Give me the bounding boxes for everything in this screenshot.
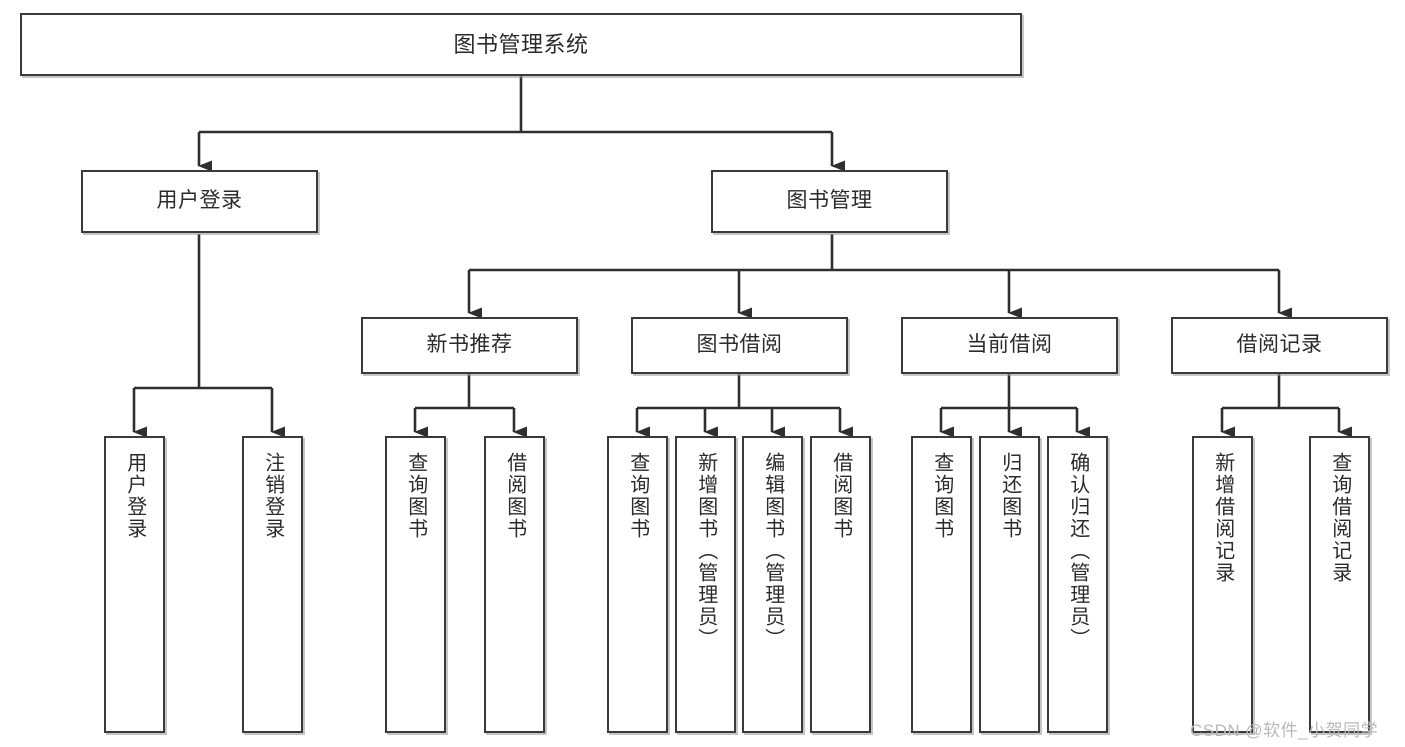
node-user-login-label: 用户登录 xyxy=(156,189,243,213)
leaf-query-book-borrow-label: 查询图书 xyxy=(626,452,649,540)
leaf-confirm-return-admin-label: 确认归还（管理员） xyxy=(1066,452,1089,650)
leaf-add-borrow-record-label: 新增借阅记录 xyxy=(1211,452,1234,584)
leaf-query-book-current-label: 查询图书 xyxy=(930,452,953,540)
leaf-query-borrow-record-label: 查询借阅记录 xyxy=(1328,452,1351,584)
leaf-confirm-return-admin[interactable]: 确认归还（管理员） xyxy=(1047,436,1108,733)
node-book-management[interactable]: 图书管理 xyxy=(711,170,948,233)
leaf-add-book-admin-label: 新增图书（管理员） xyxy=(694,452,717,650)
leaf-user-login[interactable]: 用户登录 xyxy=(104,436,165,733)
leaf-query-book-borrow[interactable]: 查询图书 xyxy=(607,436,668,733)
leaf-edit-book-admin[interactable]: 编辑图书（管理员） xyxy=(742,436,803,733)
node-user-login[interactable]: 用户登录 xyxy=(81,170,318,233)
leaf-user-login-label: 用户登录 xyxy=(123,452,146,540)
node-root-label: 图书管理系统 xyxy=(453,31,589,57)
leaf-query-borrow-record[interactable]: 查询借阅记录 xyxy=(1309,436,1370,733)
leaf-add-book-admin[interactable]: 新增图书（管理员） xyxy=(675,436,736,733)
node-book-borrow[interactable]: 图书借阅 xyxy=(631,317,848,374)
node-book-borrow-label: 图书借阅 xyxy=(696,333,783,357)
leaf-borrow-book-label: 借阅图书 xyxy=(829,452,852,540)
leaf-return-book[interactable]: 归还图书 xyxy=(979,436,1040,733)
node-root[interactable]: 图书管理系统 xyxy=(20,13,1022,76)
leaf-query-book-new-label: 查询图书 xyxy=(404,452,427,540)
node-new-book-recommend-label: 新书推荐 xyxy=(426,333,513,357)
node-borrow-records-label: 借阅记录 xyxy=(1236,333,1323,357)
leaf-logout-label: 注销登录 xyxy=(261,452,284,540)
leaf-logout[interactable]: 注销登录 xyxy=(242,436,303,733)
leaf-add-borrow-record[interactable]: 新增借阅记录 xyxy=(1192,436,1253,733)
csdn-watermark: CSDN @软件_小贺同学 xyxy=(1190,721,1379,740)
leaf-borrow-book-new[interactable]: 借阅图书 xyxy=(484,436,545,733)
leaf-return-book-label: 归还图书 xyxy=(998,452,1021,540)
leaf-borrow-book-new-label: 借阅图书 xyxy=(503,452,526,540)
node-new-book-recommend[interactable]: 新书推荐 xyxy=(361,317,578,374)
node-book-management-label: 图书管理 xyxy=(786,189,873,213)
leaf-query-book-new[interactable]: 查询图书 xyxy=(385,436,446,733)
leaf-borrow-book[interactable]: 借阅图书 xyxy=(810,436,871,733)
node-current-borrow[interactable]: 当前借阅 xyxy=(901,317,1118,374)
node-borrow-records[interactable]: 借阅记录 xyxy=(1171,317,1388,374)
node-current-borrow-label: 当前借阅 xyxy=(966,333,1053,357)
leaf-edit-book-admin-label: 编辑图书（管理员） xyxy=(761,452,784,650)
leaf-query-book-current[interactable]: 查询图书 xyxy=(911,436,972,733)
